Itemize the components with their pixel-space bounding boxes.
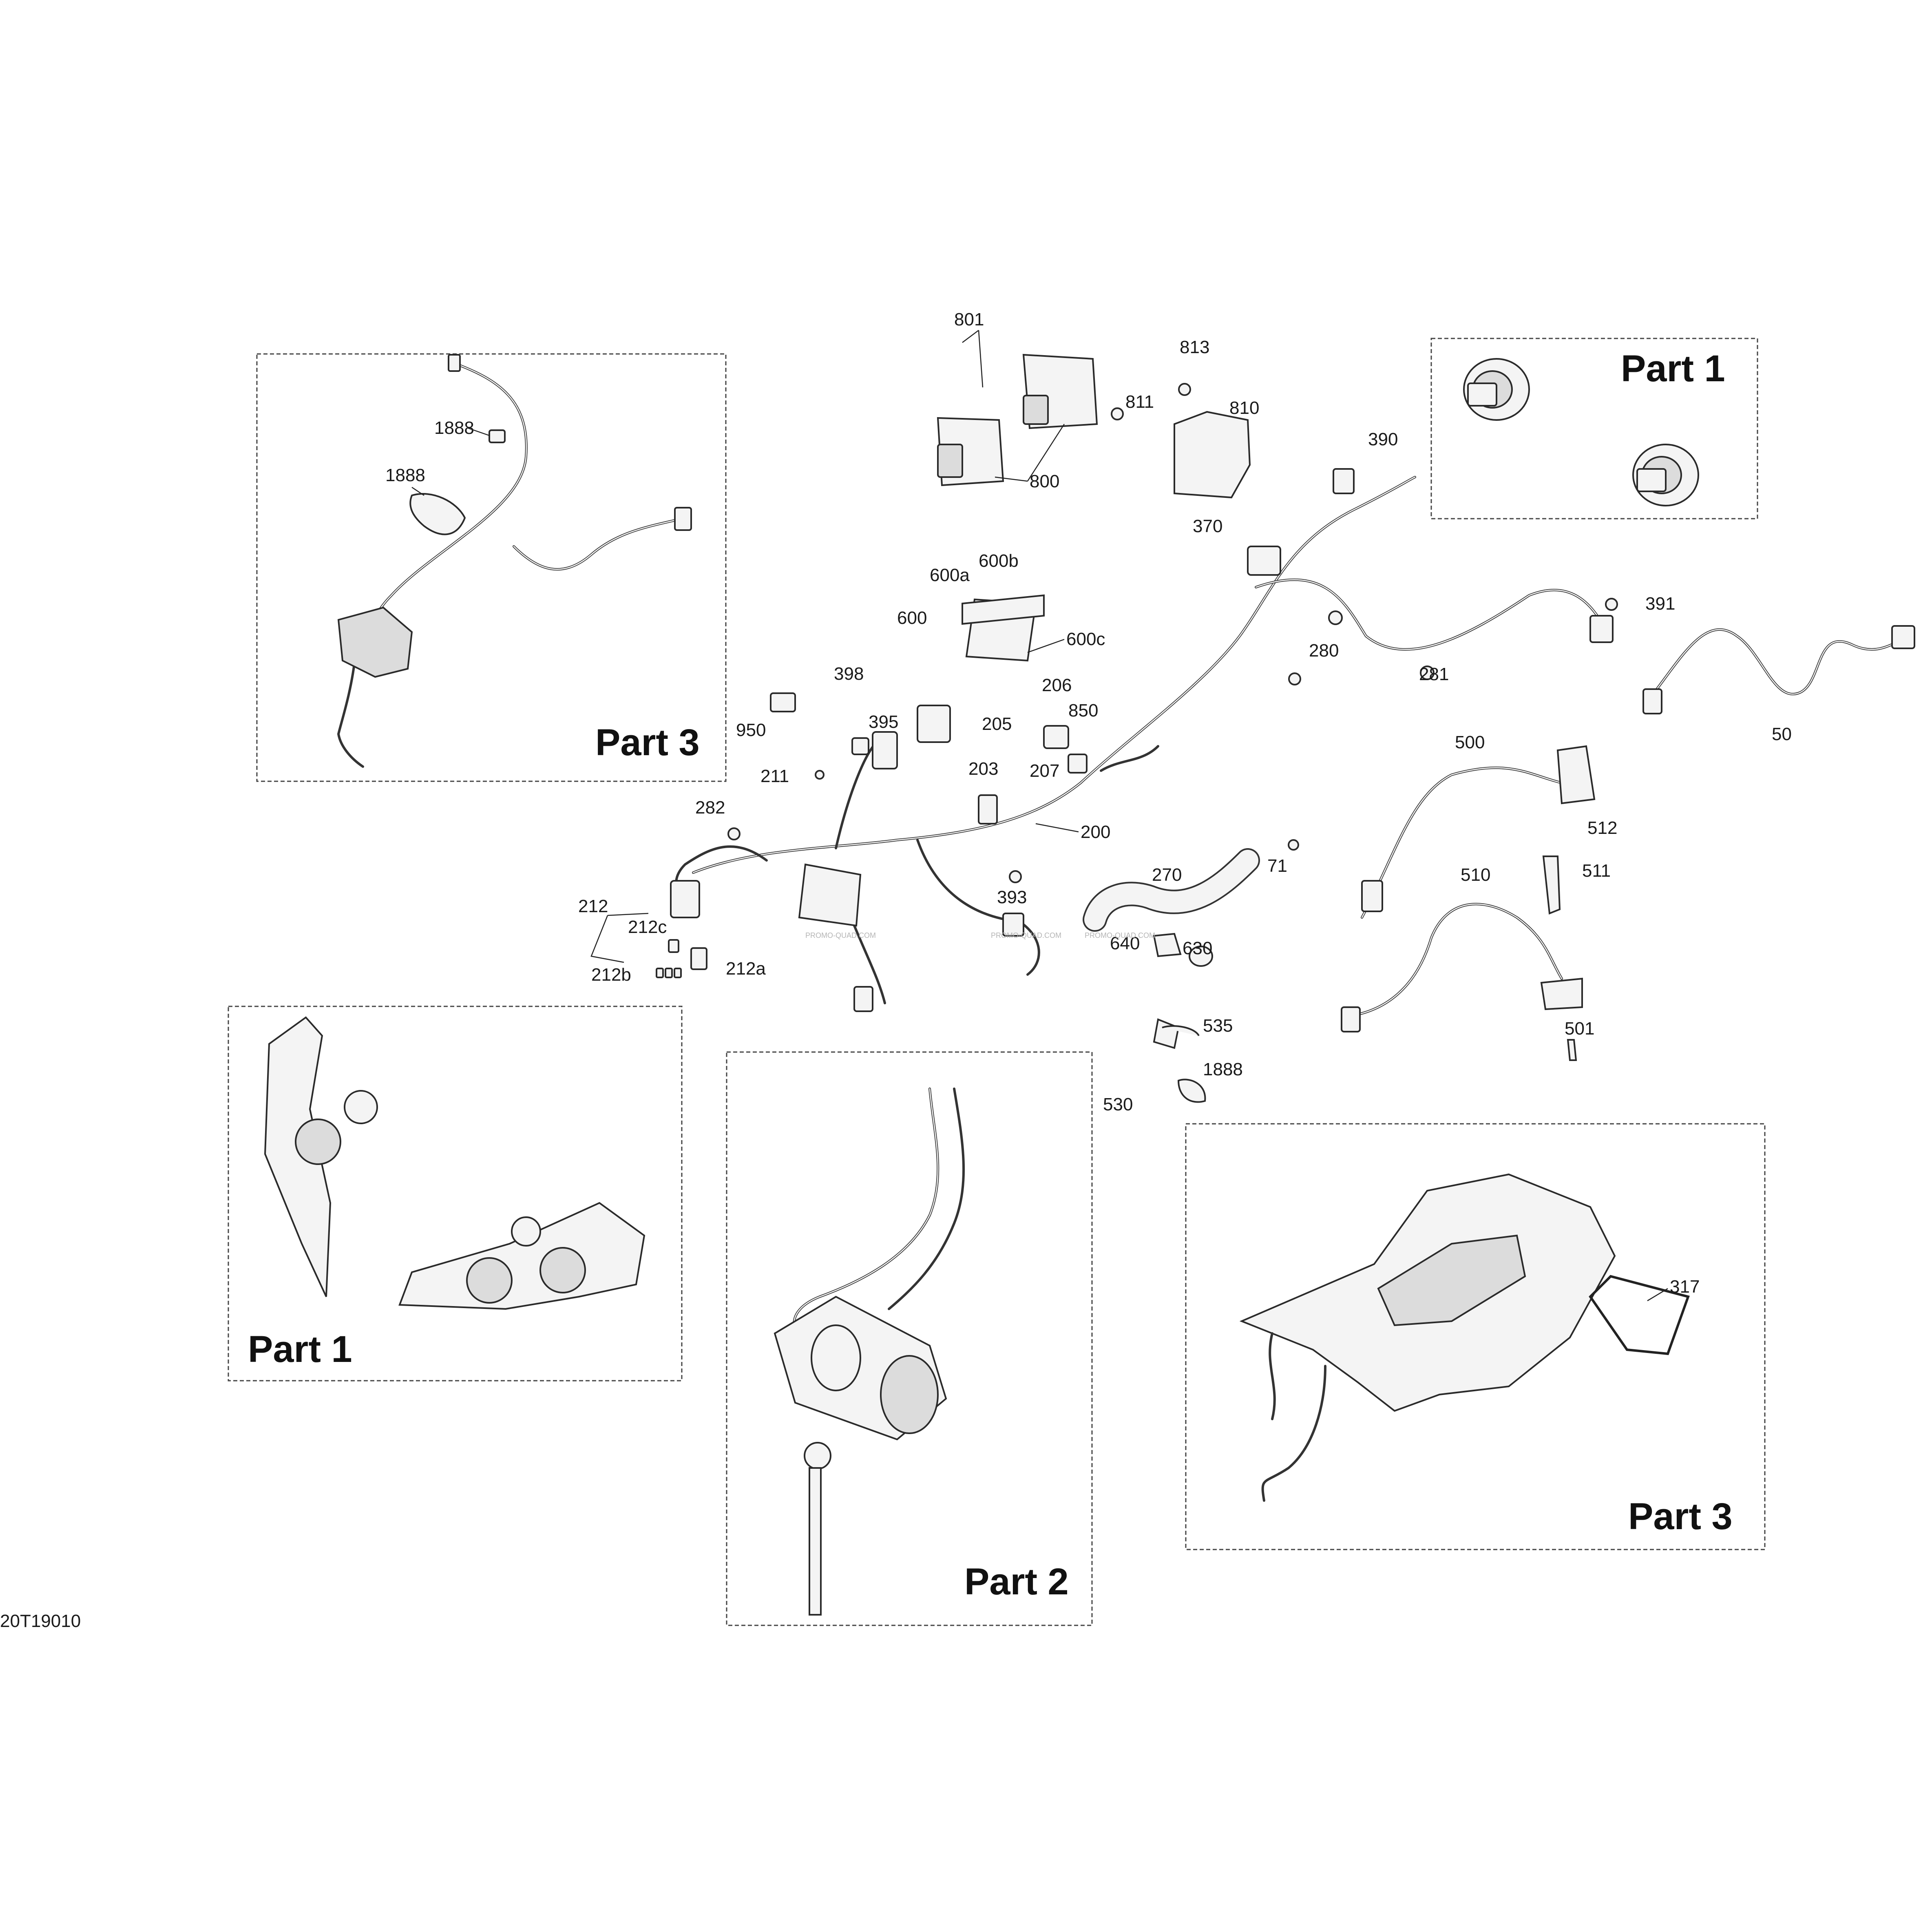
callout-71: 71 xyxy=(1267,856,1287,876)
leader-801 xyxy=(962,330,984,388)
figure-id: 20T19010 xyxy=(0,1611,81,1631)
callout-205: 205 xyxy=(982,714,1012,734)
callout-282: 282 xyxy=(695,798,725,818)
callout-801: 801 xyxy=(954,309,984,329)
leader-800 xyxy=(995,424,1065,482)
watermark-3: PROMO-QUAD.COM xyxy=(1085,931,1155,939)
tube-270-illustration xyxy=(1083,839,1299,1103)
callout-640: 640 xyxy=(1110,933,1140,953)
panel-label-top-left: Part 3 xyxy=(595,722,700,763)
panel-label-bottom-mid: Part 2 xyxy=(964,1561,1069,1603)
callout-212b: 212b xyxy=(591,965,631,985)
panel-label-bottom-right: Part 3 xyxy=(1628,1496,1733,1537)
leader-600c xyxy=(1027,639,1065,653)
leader-1888-br xyxy=(1647,1288,1668,1302)
callout-207: 207 xyxy=(1030,761,1059,781)
callout-813: 813 xyxy=(1180,337,1209,357)
callout-800: 800 xyxy=(1030,471,1059,491)
callout-530: 530 xyxy=(1103,1094,1133,1114)
callout-500: 500 xyxy=(1455,732,1485,752)
callout-600b: 600b xyxy=(979,551,1019,571)
leader-200 xyxy=(1035,823,1079,833)
callout-630: 630 xyxy=(1183,938,1212,958)
callout-317: 1888 xyxy=(434,418,474,438)
callout-1888-mid: 1888 xyxy=(1203,1059,1243,1079)
top-right-lamp-illustration xyxy=(1463,358,1699,506)
cable-500-510-illustration xyxy=(1341,745,1596,1061)
panel-bottom-left-frame xyxy=(228,1006,683,1382)
main-harness-illustration xyxy=(670,468,1618,1012)
callout-600c: 600c xyxy=(1066,629,1105,649)
callout-370: 370 xyxy=(1193,516,1222,536)
bottom-right-skid-plate-illustration xyxy=(1239,1173,1690,1502)
callout-395: 395 xyxy=(869,712,898,732)
callout-203: 203 xyxy=(968,759,998,779)
callout-398: 398 xyxy=(834,664,864,684)
panel-bottom-right-frame xyxy=(1185,1123,1766,1550)
callout-281: 281 xyxy=(1419,664,1449,684)
callout-1888-br: 317 xyxy=(1670,1277,1700,1297)
top-left-harness-illustration xyxy=(337,354,692,768)
cable-50-illustration xyxy=(1642,625,1915,714)
leader-1888-tl xyxy=(411,486,424,496)
callout-212c: 212c xyxy=(628,917,667,937)
bottom-mid-winch-illustration xyxy=(774,1088,965,1616)
fuse-212-illustration xyxy=(656,939,707,978)
callout-390: 390 xyxy=(1368,429,1398,449)
callout-501: 501 xyxy=(1565,1019,1594,1039)
panel-top-right-frame xyxy=(1430,338,1758,519)
callout-211: 211 xyxy=(760,766,789,786)
callout-212: 212 xyxy=(578,896,608,916)
watermark-2: PROMO-QUAD.COM xyxy=(991,931,1061,939)
callout-511: 511 xyxy=(1582,861,1611,881)
callout-512: 512 xyxy=(1587,818,1617,838)
modules-illustration xyxy=(937,354,1251,662)
callout-535: 535 xyxy=(1203,1016,1233,1036)
leader-212 xyxy=(590,913,649,963)
callout-200: 200 xyxy=(1081,822,1110,842)
callout-810: 810 xyxy=(1229,398,1259,418)
callout-950: 950 xyxy=(736,720,766,740)
callout-270: 270 xyxy=(1152,865,1182,885)
panel-label-bottom-left: Part 1 xyxy=(248,1329,352,1370)
panel-label-top-right: Part 1 xyxy=(1621,348,1725,389)
callout-850: 850 xyxy=(1068,701,1098,721)
callout-212a: 212a xyxy=(726,959,766,979)
watermark-1: PROMO-QUAD.COM xyxy=(805,931,876,939)
callout-393: 393 xyxy=(997,887,1027,907)
callout-510: 510 xyxy=(1461,865,1490,885)
callout-1888-tl: 1888 xyxy=(385,465,425,485)
callout-600: 600 xyxy=(897,608,927,628)
panel-bottom-mid-frame xyxy=(726,1051,1093,1626)
panel-top-left-frame xyxy=(256,353,727,782)
callout-206: 206 xyxy=(1042,675,1072,695)
callout-50: 50 xyxy=(1772,724,1792,744)
callout-600a: 600a xyxy=(930,565,970,585)
callout-811: 811 xyxy=(1125,392,1154,412)
callout-280: 280 xyxy=(1309,641,1339,661)
bottom-left-headlamp-illustration xyxy=(264,1016,645,1310)
leader-317 xyxy=(468,427,490,436)
callout-391: 391 xyxy=(1645,594,1675,614)
